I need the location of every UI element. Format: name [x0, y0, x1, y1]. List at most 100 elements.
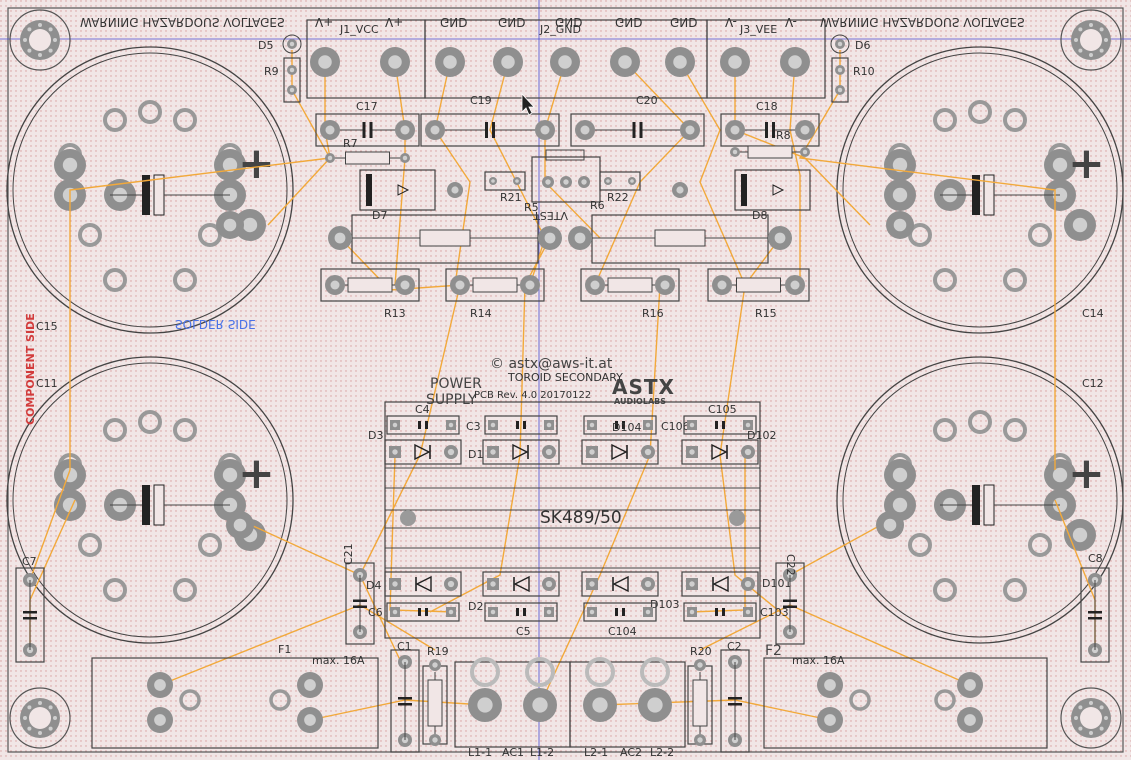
terminal-pad-top — [665, 47, 695, 77]
d1-pad-1 — [487, 446, 499, 458]
capacitor-pad — [54, 149, 86, 181]
copyright-text: © astx@aws-it.at — [490, 356, 613, 372]
c5-outline — [484, 602, 558, 622]
r13-label: R13 — [384, 307, 406, 320]
fuse-holders: F1 F2 max. 16A max. 16A — [91, 643, 1048, 749]
f1-label: F1 — [278, 643, 291, 656]
mounting-hole — [1060, 687, 1122, 749]
c103-outline — [683, 602, 757, 622]
c105-pad-2 — [743, 420, 753, 430]
c104-outline — [583, 602, 657, 622]
logo-text: ASTX — [612, 375, 675, 399]
capacitor-pad — [886, 211, 914, 239]
r14-outline — [445, 268, 545, 302]
l22-label: L2-2 — [650, 746, 674, 759]
ac2-label: AC2 — [620, 746, 642, 759]
l11-label: L1-1 — [468, 746, 492, 759]
d103-outline — [581, 571, 659, 597]
d101-pad-1 — [686, 578, 698, 590]
c4-pad-2 — [446, 420, 456, 430]
c103-pad-2 — [743, 607, 753, 617]
capacitor-pad — [884, 149, 916, 181]
c106-pad-2 — [643, 420, 653, 430]
terminal-label-top: V- — [725, 15, 737, 29]
led-pad-d5 — [287, 39, 297, 49]
c22-outline — [775, 562, 805, 645]
fuse-pad — [297, 672, 323, 698]
r21-outline — [484, 171, 526, 191]
r13-outline — [320, 268, 420, 302]
r16-pad-1 — [585, 275, 605, 295]
fuse-pad — [817, 672, 843, 698]
c3-pad-2 — [544, 420, 554, 430]
c7-outline — [15, 567, 45, 663]
terminal-pad-top — [780, 47, 810, 77]
plus-icon: + — [238, 138, 275, 189]
toroid-text: TOROID SECONDARY — [507, 371, 623, 384]
trimmer-pad — [578, 176, 590, 188]
r8-pad-1 — [730, 147, 740, 157]
terminal-label-top: GND — [670, 15, 698, 29]
terminal-pad-top — [310, 47, 340, 77]
j1-header: J1_VCC — [339, 23, 379, 36]
r16-pad-2 — [655, 275, 675, 295]
diode-pad — [672, 182, 688, 198]
terminal-label-top: GND — [555, 15, 583, 29]
terminal-block-top: J1_VCC J2_GND J3_VEE — [306, 19, 826, 99]
fuse-pad — [957, 707, 983, 733]
r6-pad — [560, 176, 572, 188]
d2-pad-2 — [542, 577, 556, 591]
c4-pad-1 — [390, 420, 400, 430]
d1-pad-2 — [542, 445, 556, 459]
d101-outline — [681, 571, 759, 597]
d2-label: D2 — [468, 600, 483, 613]
c105-label: C105 — [708, 403, 737, 416]
r15-pad-1 — [712, 275, 732, 295]
d103-pad-2 — [641, 577, 655, 591]
c103-pad-1 — [687, 607, 697, 617]
r21-pad-1 — [489, 177, 497, 185]
capacitor-pad — [54, 489, 86, 521]
capacitor-c11: +C11 — [6, 356, 294, 644]
terminal-pad-bottom — [583, 688, 617, 722]
c20-pad-1 — [575, 120, 595, 140]
capacitor-c15: + C15 — [6, 46, 294, 334]
r22-pad-2 — [628, 177, 636, 185]
d8-outline — [591, 214, 769, 264]
capacitor-label-c14: C14 — [1082, 307, 1104, 320]
capacitor-pad — [876, 511, 904, 539]
diode-small-right — [734, 169, 811, 211]
c106-outline — [583, 415, 657, 435]
r8-label: R8 — [776, 129, 791, 142]
capacitor-label-c15: C15 — [36, 320, 58, 333]
d7-outline — [351, 214, 539, 264]
c7-label: C7 — [22, 555, 37, 568]
d104-pad-2 — [641, 445, 655, 459]
mounting-holes — [9, 9, 1122, 749]
d4-pad-1 — [389, 578, 401, 590]
d103-pad-1 — [586, 578, 598, 590]
ac1-label: AC1 — [502, 746, 524, 759]
f2-label: F2 — [765, 643, 782, 659]
plus-icon: + — [238, 448, 275, 499]
r7-label: R7 — [343, 137, 358, 150]
terminal-label-top: GND — [615, 15, 643, 29]
d104-label: D104 — [612, 421, 641, 434]
f2-rating: max. 16A — [792, 654, 845, 667]
terminal-block-bottom: L1-1 AC1 L1-2 L2-1 AC2 L2-2 — [454, 657, 686, 759]
c5-pad-2 — [544, 607, 554, 617]
r13-pad-2 — [395, 275, 415, 295]
c17-outline — [315, 113, 420, 147]
r14-label: R14 — [470, 307, 492, 320]
c5-pad-1 — [488, 607, 498, 617]
heatsink: SK489/50 — [384, 401, 761, 639]
r7-pad-1 — [325, 153, 335, 163]
d104-outline — [581, 439, 659, 465]
solder-side-label: SOLDER SIDE — [175, 317, 256, 331]
warning-left: WARNING HAZARDOUS VOLTAGES — [80, 15, 285, 29]
fuse-clip-hole — [849, 689, 871, 711]
d2-outline — [482, 571, 560, 597]
c103-label: C103 — [760, 606, 789, 619]
capacitor-pad — [214, 459, 246, 491]
